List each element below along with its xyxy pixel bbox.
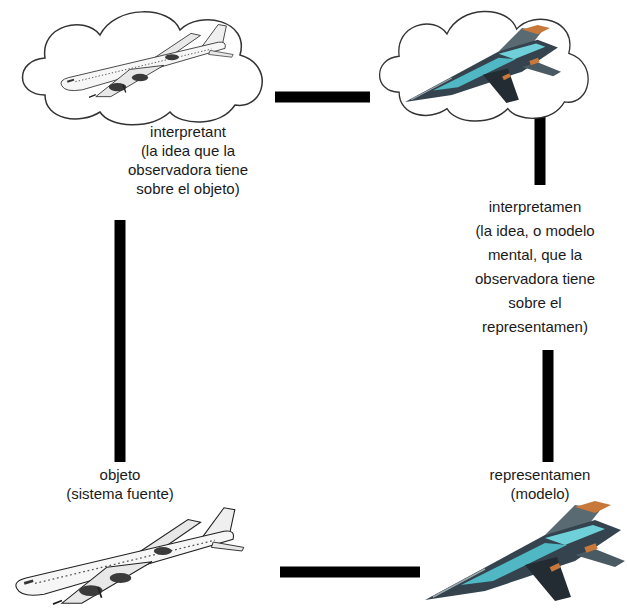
ship-figure <box>425 501 625 601</box>
sign-node: objeto(sistema fuente) <box>5 462 280 607</box>
connector-line <box>280 567 420 578</box>
sign-node: interpretant(la idea que la observadora … <box>15 0 275 220</box>
ship-figure <box>405 25 561 103</box>
node-title: representamen <box>465 465 615 484</box>
node-description: (sistema fuente) <box>45 484 195 503</box>
label-group: interpretant(la idea que la observadora … <box>113 122 263 198</box>
label-group: representamen(modelo) <box>465 465 615 503</box>
node-description: (la idea que la observadora tiene sobre … <box>113 141 263 198</box>
plane-figure <box>61 25 233 98</box>
node-title: interpretamen <box>460 195 610 219</box>
node-title: interpretant <box>113 122 263 141</box>
label-group: objeto(sistema fuente) <box>45 465 195 503</box>
connector-line <box>543 350 554 462</box>
sign-node: representamen(modelo) <box>420 462 622 607</box>
node-description: (modelo) <box>465 484 615 503</box>
node-title: objeto <box>45 465 195 484</box>
thought-cloud <box>380 11 589 121</box>
plane-figure <box>16 508 244 604</box>
connector-line <box>115 220 126 462</box>
sign-node: interpretamen(la idea, o modelo mental, … <box>370 0 610 350</box>
thought-cloud <box>23 12 263 125</box>
label-group: interpretamen(la idea, o modelo mental, … <box>460 195 610 339</box>
node-description: (la idea, o modelo mental, que la observ… <box>460 219 610 339</box>
connector-line <box>275 92 370 103</box>
